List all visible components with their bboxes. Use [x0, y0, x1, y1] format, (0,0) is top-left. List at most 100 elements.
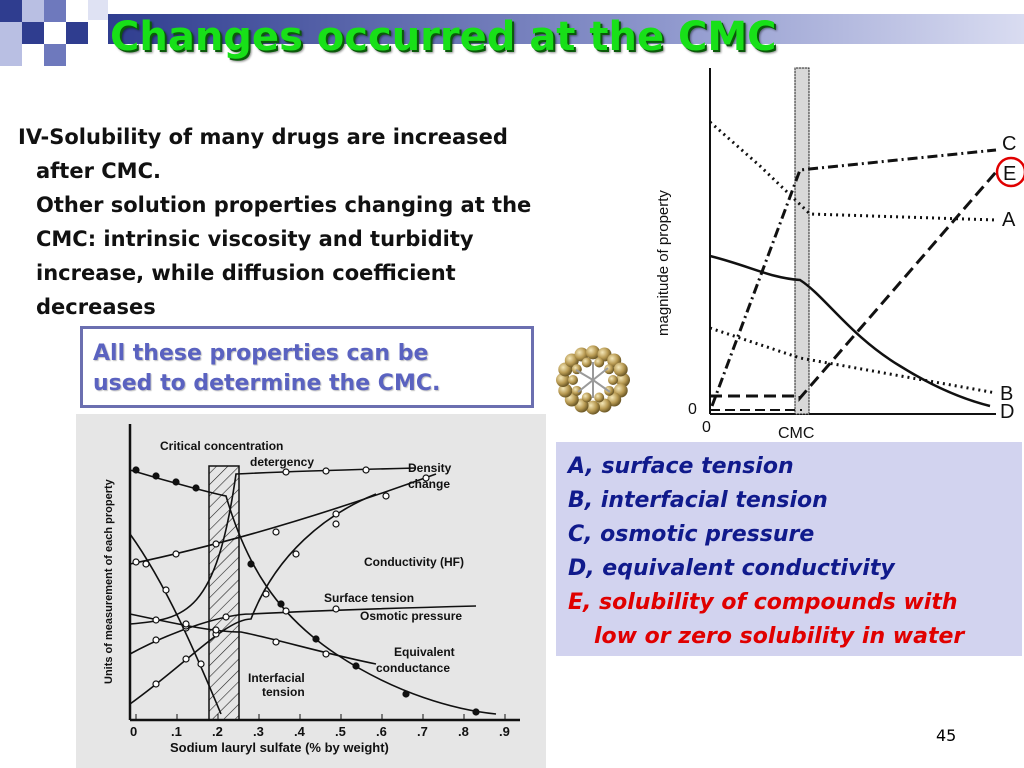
callout-line: used to determine the CMC. [93, 371, 441, 396]
curve-density [129, 473, 437, 565]
micelle-head [556, 373, 570, 387]
x-tick-label: .8 [458, 724, 469, 739]
data-marker [172, 478, 180, 486]
page-number: 45 [936, 726, 957, 745]
curve-label-e: E [1003, 163, 1016, 185]
data-marker [262, 590, 270, 598]
cmc-x-label: CMC [778, 425, 814, 442]
data-marker [322, 467, 330, 475]
curve-e [710, 171, 998, 403]
data-marker [332, 510, 340, 518]
sls-property-chart: 0.1.2.3.4.5.6.7.8.9 Critical concentrati… [76, 414, 546, 768]
body-line: Other solution properties changing at th… [36, 193, 532, 217]
x-tick-label: .3 [253, 724, 264, 739]
curve-label-d: D [1000, 401, 1014, 423]
decor-square [0, 44, 22, 66]
data-marker [192, 484, 200, 492]
body-line: CMC: intrinsic viscosity and turbidity [36, 227, 474, 251]
cmc-band [794, 67, 810, 415]
data-marker [272, 638, 280, 646]
curve-osmotic [129, 605, 477, 655]
data-marker [212, 540, 220, 548]
data-marker [282, 607, 290, 615]
data-marker [142, 560, 150, 568]
micelle-head [568, 375, 578, 385]
cmc-band-texture [794, 67, 810, 415]
micelle-head [581, 392, 592, 403]
title-bar [108, 14, 1024, 44]
legend-item-a: A, surface tension [568, 454, 794, 479]
data-marker [132, 466, 140, 474]
annotation-density-2: change [408, 477, 450, 491]
curve-label-a: A [1002, 209, 1016, 231]
left-x-label: Sodium lauryl sulfate (% by weight) [170, 740, 389, 755]
annotation-surface: Surface tension [324, 591, 414, 605]
property-chart: C E A B D 0 0 CMC magnitude of property [650, 66, 1024, 442]
data-marker [152, 616, 160, 624]
curve-a [709, 120, 997, 222]
callout-line: All these properties can be [93, 341, 429, 366]
curve-detergency [129, 467, 417, 625]
body-text: IV-Solubility of many drugs are increase… [18, 120, 638, 324]
curve-conductivity [129, 493, 377, 705]
decor-square [66, 22, 88, 44]
micelle-head [608, 375, 618, 385]
annotation-interfacial-2: tension [262, 685, 305, 699]
x-tick-label: .4 [294, 724, 306, 739]
curve-c [710, 148, 997, 407]
data-marker [152, 636, 160, 644]
data-marker [182, 620, 190, 628]
curve-interfacial [129, 533, 222, 715]
decor-square [22, 0, 44, 22]
annotation-equivalent-1: Equivalent [394, 645, 455, 659]
annotation-interfacial-1: Interfacial [248, 671, 305, 685]
x-tick-label: .6 [376, 724, 387, 739]
data-marker [162, 586, 170, 594]
data-marker [332, 520, 340, 528]
micelle-head [558, 383, 573, 398]
decor-square [44, 0, 66, 22]
slide-title: Changes occurred at the CMC [110, 14, 777, 60]
data-marker [332, 605, 340, 613]
body-line: after CMC. [36, 159, 161, 183]
legend-item-c: C, osmotic pressure [568, 522, 815, 547]
data-marker [212, 626, 220, 634]
y-axis-label: magnitude of property [655, 190, 672, 336]
x-tick-label: .1 [171, 724, 182, 739]
annotation-critical: Critical concentration [160, 439, 283, 453]
data-marker [132, 558, 140, 566]
micelle-head [604, 364, 615, 375]
data-marker [352, 662, 360, 670]
zero-x-label: 0 [702, 419, 711, 436]
data-marker [272, 528, 280, 536]
data-marker [282, 468, 290, 476]
x-tick-label: 0 [130, 724, 137, 739]
micelle-head [613, 362, 628, 377]
decor-square [0, 0, 22, 22]
decor-square [22, 22, 44, 44]
data-marker [277, 600, 285, 608]
x-tick-label: .9 [499, 724, 510, 739]
legend-box: A, surface tension B, interfacial tensio… [556, 442, 1022, 656]
left-y-label: Units of measurement of each property [103, 478, 115, 684]
micelle-head [581, 357, 592, 368]
micelle-head [586, 400, 600, 415]
curve-b [709, 326, 997, 395]
data-marker [197, 660, 205, 668]
decor-square [88, 0, 108, 20]
data-marker [182, 655, 190, 663]
critical-band [208, 465, 240, 721]
data-marker [312, 635, 320, 643]
micelle-head [616, 373, 630, 387]
annotation-osmotic: Osmotic pressure [360, 609, 462, 623]
callout-box: All these properties can be used to dete… [80, 326, 534, 408]
data-marker [152, 472, 160, 480]
micelle-head [571, 385, 582, 396]
x-tick-label: .7 [417, 724, 428, 739]
annotation-detergency: detergency [250, 455, 314, 469]
body-line: decreases [36, 295, 156, 319]
x-tick-label: .2 [212, 724, 223, 739]
data-marker [402, 690, 410, 698]
decor-square [44, 44, 66, 66]
micelle-head [594, 357, 605, 368]
